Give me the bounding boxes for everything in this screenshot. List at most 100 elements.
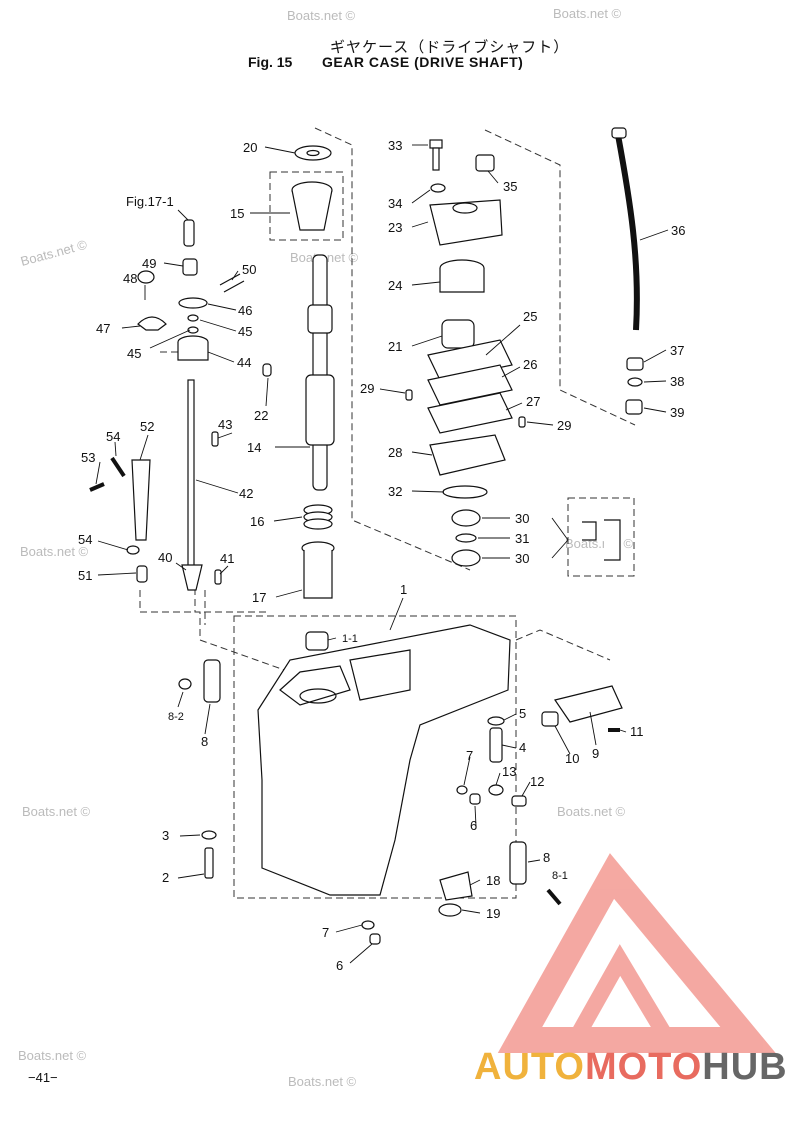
part-label: 48 xyxy=(123,271,137,286)
part-label: 38 xyxy=(670,374,684,389)
plate-icon xyxy=(137,316,167,331)
washer-icon xyxy=(627,377,643,387)
bolt-icon xyxy=(546,888,562,906)
part-label: 21 xyxy=(388,339,402,354)
gasket-icon xyxy=(488,784,504,796)
pin-icon xyxy=(405,389,413,401)
bolt-icon xyxy=(429,139,443,149)
plate-icon xyxy=(554,685,623,723)
title-japanese: ギヤケース（ドライブシャフト） xyxy=(330,38,570,56)
anode-icon xyxy=(203,659,221,703)
nut-icon xyxy=(438,903,462,917)
part-label: 31 xyxy=(515,531,529,546)
shift-rod-icon xyxy=(187,379,195,571)
part-label: 36 xyxy=(671,223,685,238)
bushing-icon xyxy=(305,631,329,651)
part-label: 9 xyxy=(592,746,599,761)
pump-housing-icon xyxy=(429,199,503,246)
part-label: 52 xyxy=(140,419,154,434)
shaft-body-icon xyxy=(305,374,335,446)
part-label: 4 xyxy=(519,740,526,755)
watermark: Boats.net © xyxy=(557,804,626,819)
part-label: 45 xyxy=(127,346,141,361)
part-label: 11 xyxy=(630,724,644,739)
part-label: 22 xyxy=(254,408,268,423)
o-ring-icon xyxy=(178,297,208,309)
anode-icon xyxy=(509,841,527,885)
logo-hub-text: HUB xyxy=(702,1046,788,1088)
reference-label: Fig.17-1 xyxy=(126,194,174,209)
part-label: 15 xyxy=(230,206,244,221)
logo-mark xyxy=(497,853,776,1053)
washer-icon xyxy=(201,830,217,840)
part-label: 41 xyxy=(220,551,234,566)
plate-icon xyxy=(427,364,513,406)
bolt-icon xyxy=(489,727,503,763)
watermark: Boats.net © xyxy=(18,1048,87,1063)
washer-icon xyxy=(430,183,446,193)
bolt-icon xyxy=(89,482,105,492)
washer-icon xyxy=(456,785,468,795)
oil-seal-icon xyxy=(451,509,481,527)
part-label: 39 xyxy=(670,405,684,420)
part-label: 43 xyxy=(218,417,232,432)
gear-body-icon xyxy=(291,189,333,231)
o-ring-icon xyxy=(442,485,488,499)
part-label: 44 xyxy=(237,355,251,370)
seal-orientation-icon xyxy=(604,519,621,561)
part-label: 30 xyxy=(515,551,529,566)
plug-icon xyxy=(369,933,381,945)
pin-icon xyxy=(518,416,526,428)
pump-base-icon xyxy=(429,434,506,476)
part-label: 29 xyxy=(557,418,571,433)
part-label: 27 xyxy=(526,394,540,409)
part-label: 6 xyxy=(470,818,477,833)
washer-hole-icon xyxy=(306,149,320,157)
seal-orientation-icon xyxy=(582,521,597,541)
oil-seal-icon xyxy=(451,549,481,567)
washer-icon xyxy=(361,920,375,930)
nut-icon xyxy=(439,871,473,901)
pin-icon xyxy=(219,273,245,293)
part-label: 42 xyxy=(239,486,253,501)
parts-drawing xyxy=(89,127,644,945)
brand-logo: AUTOMOTOHUB xyxy=(474,1046,788,1089)
part-label: 8-1 xyxy=(552,870,568,882)
shift-lever-icon xyxy=(131,459,151,541)
shift-cam-icon xyxy=(181,564,203,591)
pin-icon xyxy=(214,569,222,585)
part-label: 6 xyxy=(336,958,343,973)
leader-lines xyxy=(95,144,669,964)
part-label: 25 xyxy=(523,309,537,324)
part-label: 54 xyxy=(106,429,120,444)
part-label: 28 xyxy=(388,445,402,460)
part-label: 32 xyxy=(388,484,402,499)
watermark: Boats.net © xyxy=(19,237,89,269)
part-label: 14 xyxy=(247,440,261,455)
watermark: Boats.net © xyxy=(565,536,634,551)
part-label: 53 xyxy=(81,450,95,465)
part-label: 26 xyxy=(523,357,537,372)
part-label: 34 xyxy=(388,196,402,211)
part-label: 20 xyxy=(243,140,257,155)
grommet-icon xyxy=(475,154,495,172)
part-label: 45 xyxy=(238,324,252,339)
watermark: Boats.net © xyxy=(287,8,356,23)
part-label-layer: 20 15 14 16 17 22 33 34 23 24 21 25 26 2… xyxy=(78,138,685,973)
part-label: 29 xyxy=(360,381,374,396)
clip-icon xyxy=(187,314,199,322)
part-label: 8 xyxy=(543,850,550,865)
bracket-icon xyxy=(541,711,559,727)
part-label: 51 xyxy=(78,568,92,583)
part-label: 35 xyxy=(503,179,517,194)
logo-auto-text: AUTO xyxy=(474,1046,585,1088)
part-label: 8-2 xyxy=(168,711,184,723)
page-number: −41− xyxy=(28,1070,58,1085)
part-label: 5 xyxy=(519,706,526,721)
watermark: Boats.net © xyxy=(22,804,91,819)
watermark: Boats.net © xyxy=(288,1074,357,1089)
bolt-icon xyxy=(137,270,155,284)
shaft-collar-icon xyxy=(307,304,333,334)
clip-icon xyxy=(110,456,126,478)
